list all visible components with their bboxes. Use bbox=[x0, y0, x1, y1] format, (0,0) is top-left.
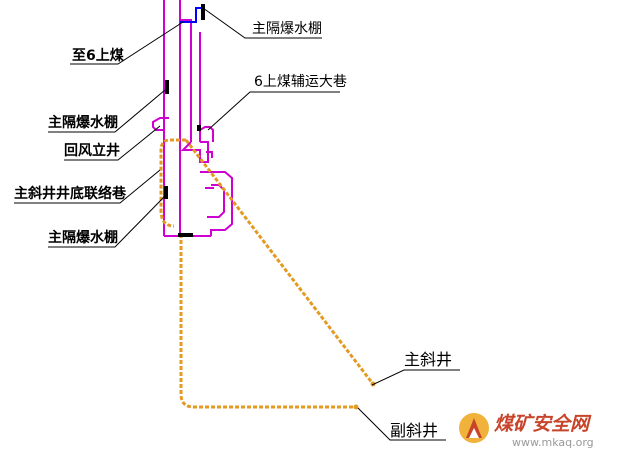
label-aux-roadway-6: 6上煤辅运大巷 bbox=[254, 74, 347, 90]
aux-incline-shaft bbox=[179, 234, 356, 409]
roadway-aux-6-arm bbox=[199, 126, 214, 142]
roadway-aux-6-entry bbox=[180, 141, 209, 163]
blue-link-segment bbox=[180, 7, 203, 23]
roadway-hook bbox=[206, 151, 213, 158]
leader-incline-bottom bbox=[14, 169, 161, 204]
bottom-connect-roadway bbox=[159, 138, 186, 228]
aux-incline-end-marker bbox=[353, 404, 359, 410]
watermark-url: www.mkaq.org bbox=[512, 436, 594, 449]
roadway-chamber-inner bbox=[207, 184, 225, 218]
label-main-barrier-mid: 主隔爆水棚 bbox=[48, 114, 118, 131]
main-incline-shaft bbox=[184, 139, 375, 385]
leader-main-barrier-top bbox=[202, 7, 322, 39]
incline-shafts bbox=[159, 138, 375, 409]
leader-main-barrier-mid bbox=[48, 89, 166, 133]
watermark: 煤矿安全网 www.mkaq.org bbox=[459, 413, 594, 449]
roadway-network bbox=[152, 0, 233, 237]
water-barriers bbox=[164, 4, 205, 237]
leader-main-incline bbox=[371, 369, 460, 386]
leader-return-shaft bbox=[64, 125, 161, 161]
watermark-logo-peak-icon bbox=[469, 428, 479, 438]
label-main-barrier-low: 主隔爆水棚 bbox=[48, 229, 118, 246]
label-main-incline: 主斜井 bbox=[404, 350, 452, 369]
label-return-shaft: 回风立井 bbox=[64, 142, 120, 159]
label-incline-bottom-connect: 主斜井井底联络巷 bbox=[14, 185, 127, 202]
leader-aux-incline bbox=[357, 407, 446, 441]
label-main-barrier-top: 主隔爆水棚 bbox=[252, 21, 322, 37]
leader-to-6r-coal bbox=[70, 21, 184, 65]
label-to-6r-coal: 至6上煤 bbox=[72, 47, 125, 64]
roadway-chamber-outer bbox=[200, 171, 233, 236]
leader-lines bbox=[14, 7, 460, 441]
watermark-brand: 煤矿安全网 bbox=[494, 413, 592, 435]
roadway-top-link bbox=[180, 19, 192, 28]
leader-aux-6 bbox=[207, 91, 340, 131]
leader-main-barrier-low bbox=[48, 194, 167, 248]
label-aux-incline: 副斜井 bbox=[390, 421, 438, 440]
roadway-return-shaft-loop bbox=[152, 117, 169, 131]
